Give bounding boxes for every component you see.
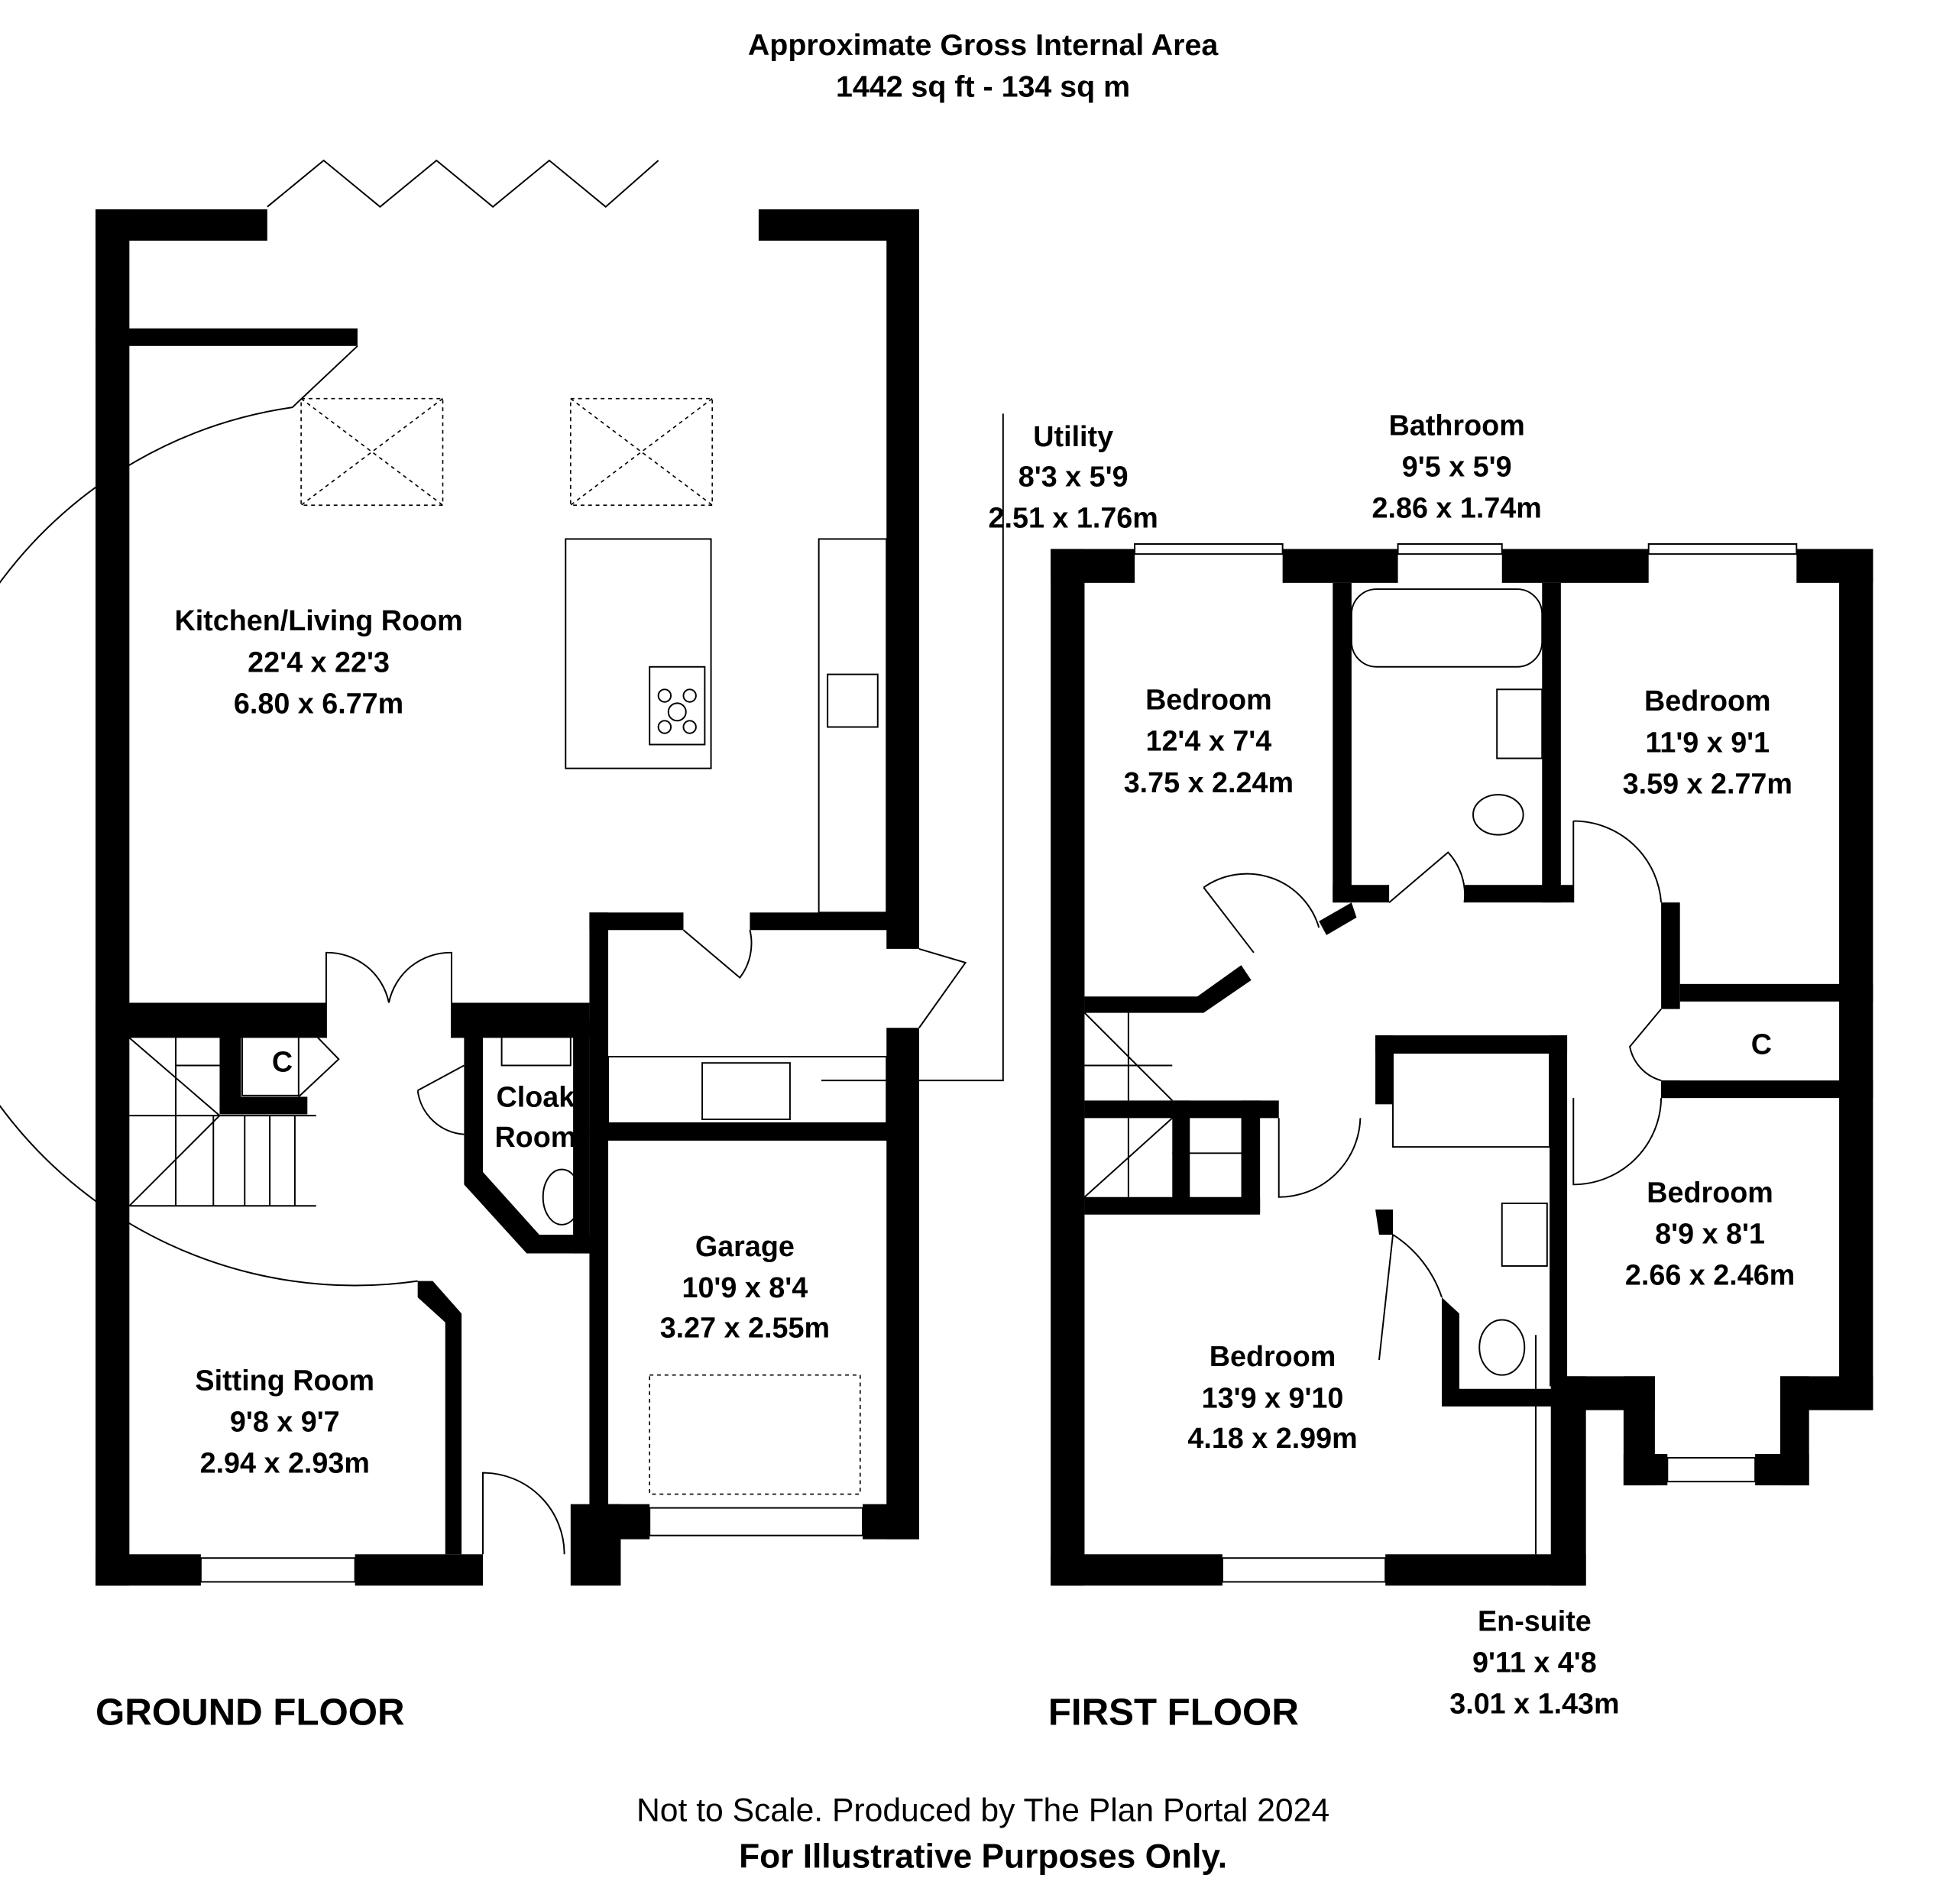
room-bedroom-4: Bedroom 13'9 x 9'10 4.18 x 2.99m: [1187, 1340, 1357, 1454]
hob-icon: [649, 665, 706, 746]
room-name: Kitchen/Living Room: [174, 604, 462, 636]
first-floor-walls: [1051, 543, 1873, 1586]
toilet-icon: [1478, 1319, 1526, 1376]
room-cloak-line1: Cloak: [497, 1081, 576, 1113]
bath-icon: [1350, 588, 1543, 668]
room-name: Bedroom: [1647, 1176, 1773, 1208]
door-arc: [325, 951, 390, 1038]
room-imperial: 9'11 x 4'8: [1472, 1646, 1597, 1678]
room-imperial: 9'5 x 5'9: [1402, 450, 1512, 482]
header-area: 1442 sq ft - 134 sq m: [836, 70, 1130, 103]
rooflight: [570, 397, 714, 506]
room-metric: 3.27 x 2.55m: [660, 1311, 830, 1343]
utility-counter: [607, 1056, 888, 1124]
shower-icon: [1392, 1052, 1551, 1148]
room-imperial: 22'4 x 22'3: [248, 646, 390, 678]
rooflight: [300, 397, 444, 506]
room-name: Bedroom: [1210, 1340, 1336, 1372]
room-bedroom-3: Bedroom 8'9 x 8'1 2.66 x 2.46m: [1625, 1176, 1795, 1290]
basin-icon: [1496, 688, 1543, 759]
kitchen-island: [565, 538, 712, 769]
room-imperial: 8'3 x 5'9: [1018, 461, 1129, 493]
room-bathroom: Bathroom 9'5 x 5'9 2.86 x 1.74m: [1372, 409, 1542, 523]
cupboard-label: C: [272, 1046, 293, 1078]
room-name: Garage: [695, 1230, 795, 1262]
room-metric: 2.94 x 2.93m: [200, 1447, 370, 1479]
footer-illustrative: For Illustrative Purposes Only.: [739, 1838, 1227, 1875]
kitchen-counter: [818, 538, 888, 914]
room-imperial: 9'8 x 9'7: [230, 1406, 340, 1438]
room-bedroom-2: Bedroom 11'9 x 9'1 3.59 x 2.77m: [1623, 685, 1792, 799]
ground-floor-walls: [0, 159, 1004, 1586]
room-metric: 3.59 x 2.77m: [1623, 767, 1792, 799]
room-imperial: 12'4 x 7'4: [1145, 725, 1271, 757]
first-floor-label: FIRST FLOOR: [1048, 1691, 1299, 1733]
utility-leader-line: [821, 413, 1004, 1082]
room-imperial: 8'9 x 8'1: [1655, 1217, 1765, 1249]
room-name: Bedroom: [1644, 685, 1771, 717]
room-imperial: 11'9 x 9'1: [1645, 726, 1770, 758]
room-ensuite: En-suite 9'11 x 4'8 3.01 x 1.43m: [1449, 1604, 1619, 1719]
room-name: Sitting Room: [195, 1364, 374, 1396]
room-metric: 3.01 x 1.43m: [1449, 1688, 1619, 1720]
room-sitting: Sitting Room 9'8 x 9'7 2.94 x 2.93m: [195, 1364, 374, 1478]
room-metric: 2.51 x 1.76m: [989, 502, 1158, 534]
bifold-door: [267, 159, 659, 208]
sink-icon: [827, 673, 879, 728]
room-imperial: 10'9 x 8'4: [682, 1271, 808, 1303]
room-garage: Garage 10'9 x 8'4 3.27 x 2.55m: [660, 1230, 830, 1344]
room-name: Bathroom: [1389, 409, 1525, 441]
room-metric: 2.86 x 1.74m: [1372, 492, 1542, 524]
footer-disclaimer: Not to Scale. Produced by The Plan Porta…: [636, 1792, 1329, 1829]
room-kitchen-living: Kitchen/Living Room 22'4 x 22'3 6.80 x 6…: [174, 604, 462, 719]
garage-door-outline: [649, 1374, 861, 1495]
room-name: Utility: [1033, 420, 1113, 452]
sink-icon: [701, 1062, 791, 1120]
room-imperial: 13'9 x 9'10: [1202, 1381, 1344, 1413]
cupboard-label: C: [1751, 1028, 1772, 1060]
toilet-icon: [1472, 794, 1524, 836]
toilet-icon: [542, 1168, 581, 1226]
room-cloak-line2: Room: [494, 1121, 576, 1153]
basin-icon: [500, 1021, 572, 1067]
room-name: En-suite: [1478, 1604, 1592, 1637]
room-bedroom-1: Bedroom 12'4 x 7'4 3.75 x 2.24m: [1124, 684, 1294, 798]
room-metric: 3.75 x 2.24m: [1124, 766, 1294, 798]
ground-floor-label: GROUND FLOOR: [96, 1691, 405, 1733]
basin-icon: [1501, 1202, 1548, 1267]
room-metric: 4.18 x 2.99m: [1187, 1422, 1357, 1454]
header-title: Approximate Gross Internal Area: [748, 28, 1219, 62]
staircase: [1083, 1012, 1242, 1198]
room-utility: Utility 8'3 x 5'9 2.51 x 1.76m: [989, 420, 1158, 534]
room-metric: 6.80 x 6.77m: [234, 687, 403, 719]
room-metric: 2.66 x 2.46m: [1625, 1259, 1795, 1291]
room-name: Bedroom: [1145, 684, 1272, 716]
staircase: [128, 1037, 316, 1207]
